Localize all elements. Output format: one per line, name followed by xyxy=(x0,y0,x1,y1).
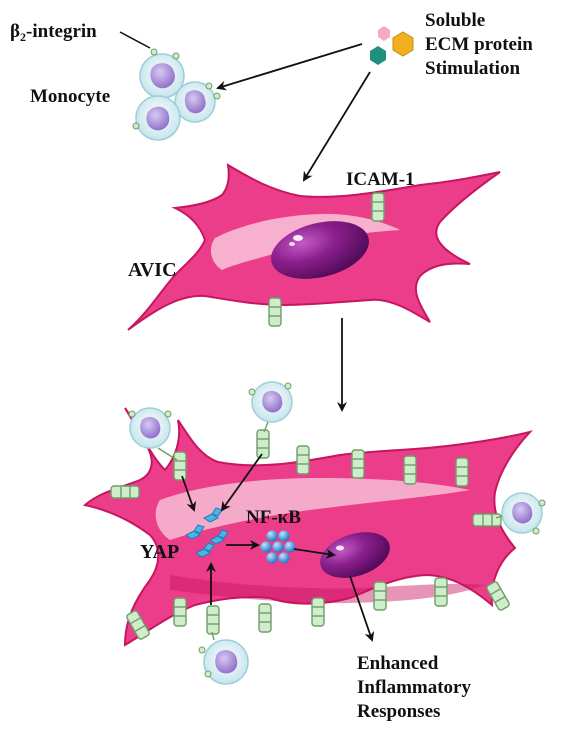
nfkb-label: NF-κB xyxy=(246,507,301,528)
monocyte-label: Monocyte xyxy=(30,86,110,107)
avic-cell-top xyxy=(127,163,501,331)
monocyte-cell xyxy=(248,381,293,423)
stimulus-label-line3: Stimulation xyxy=(425,58,520,79)
response-label-line2: Inflammatory xyxy=(357,677,471,698)
b2-integrin-pointer xyxy=(119,31,151,49)
yap-proteins xyxy=(185,507,229,558)
avic-label: AVIC xyxy=(128,259,177,281)
monocyte-cells xyxy=(128,48,546,685)
icam1-receptors xyxy=(110,192,510,640)
response-label-line3: Responses xyxy=(357,701,440,722)
stimulus-label-line2: ECM protein xyxy=(425,34,533,55)
hexagon-teal xyxy=(370,46,386,65)
arrows xyxy=(181,43,375,642)
yap-label: YAP xyxy=(140,541,179,563)
b2-integrin-label: β2-integrin xyxy=(10,21,97,44)
avic-cell-bottom-body xyxy=(82,407,534,647)
stimulus-label-line1: Soluble xyxy=(425,10,485,31)
hexagon-pink xyxy=(378,26,390,41)
monocyte-cell xyxy=(174,81,221,123)
monocyte-cell xyxy=(198,639,249,685)
arrow-nucleus-to-response xyxy=(349,575,375,642)
arrow-to-avic xyxy=(302,71,371,182)
nucleus-bottom xyxy=(320,532,390,578)
arrow-integrin-to-yap-1 xyxy=(181,475,197,512)
response-label-line1: Enhanced xyxy=(357,653,439,674)
nfkb-proteins xyxy=(260,530,296,564)
ecm-protein-hexagons xyxy=(370,26,414,65)
monocyte-cell xyxy=(132,95,181,141)
monocyte-cell xyxy=(501,492,546,535)
icam1-label: ICAM-1 xyxy=(346,169,415,190)
monocyte-cell xyxy=(128,407,172,449)
arrow-to-monocyte xyxy=(216,43,363,91)
arrow-integrin-to-yap-2 xyxy=(220,453,263,512)
hexagon-yellow xyxy=(392,31,414,57)
monocyte-cell xyxy=(139,48,185,99)
arrow-nfkb-to-nucleus xyxy=(293,548,336,559)
